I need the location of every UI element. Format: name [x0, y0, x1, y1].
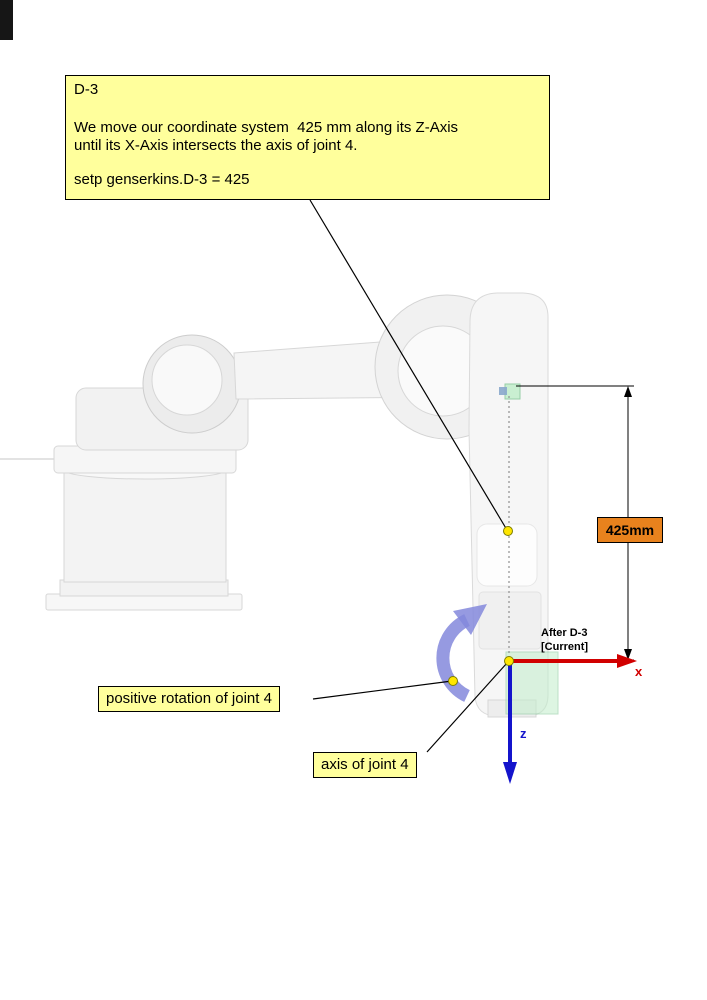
x-axis-arrowhead-icon — [617, 654, 637, 668]
x-axis-label: x — [635, 664, 643, 679]
callout-d3: D-3 We move our coordinate system 425 mm… — [65, 75, 550, 200]
leader-rotation — [312, 680, 453, 700]
frame-start-tick — [499, 387, 507, 395]
frame-name-line2: [Current] — [541, 641, 589, 653]
point-marker-origin — [504, 656, 514, 666]
note-axis-of-joint: axis of joint 4 — [313, 752, 417, 778]
callout-title: D-3 — [74, 81, 99, 98]
rotation-arrowhead-icon — [453, 604, 487, 635]
point-marker-d3 — [503, 526, 513, 536]
point-marker-rotation — [448, 676, 458, 686]
frame-name-line1: After D-3 — [541, 627, 588, 639]
robot-forearm-panel2 — [478, 591, 542, 650]
leader-axis — [426, 662, 508, 753]
scan-artifact — [0, 0, 13, 40]
callout-body-line1: We move our coordinate system 425 mm alo… — [74, 119, 459, 136]
robot-forearm-panel — [476, 523, 538, 587]
frame-name-label: After D-3 [Current] — [541, 626, 588, 654]
dimension-arrow-up-icon — [624, 386, 632, 397]
dimension-label: 425mm — [597, 517, 663, 543]
rotation-arc — [436, 614, 471, 702]
callout-body-line2: until its X-Axis intersects the axis of … — [74, 137, 358, 154]
robot-arm-illustration — [45, 292, 549, 718]
dimension-arrow-down-icon — [624, 649, 632, 660]
note-positive-rotation: positive rotation of joint 4 — [98, 686, 280, 712]
z-axis-arrowhead-icon — [503, 762, 517, 784]
z-axis-label: z — [520, 726, 527, 741]
leader-callout — [309, 199, 508, 531]
robot-shoulder-face — [151, 344, 223, 416]
callout-command: setp genserkins.D-3 = 425 — [74, 171, 250, 188]
callout-body: We move our coordinate system 425 mm alo… — [74, 119, 541, 155]
robot-base-cylinder — [63, 469, 227, 583]
